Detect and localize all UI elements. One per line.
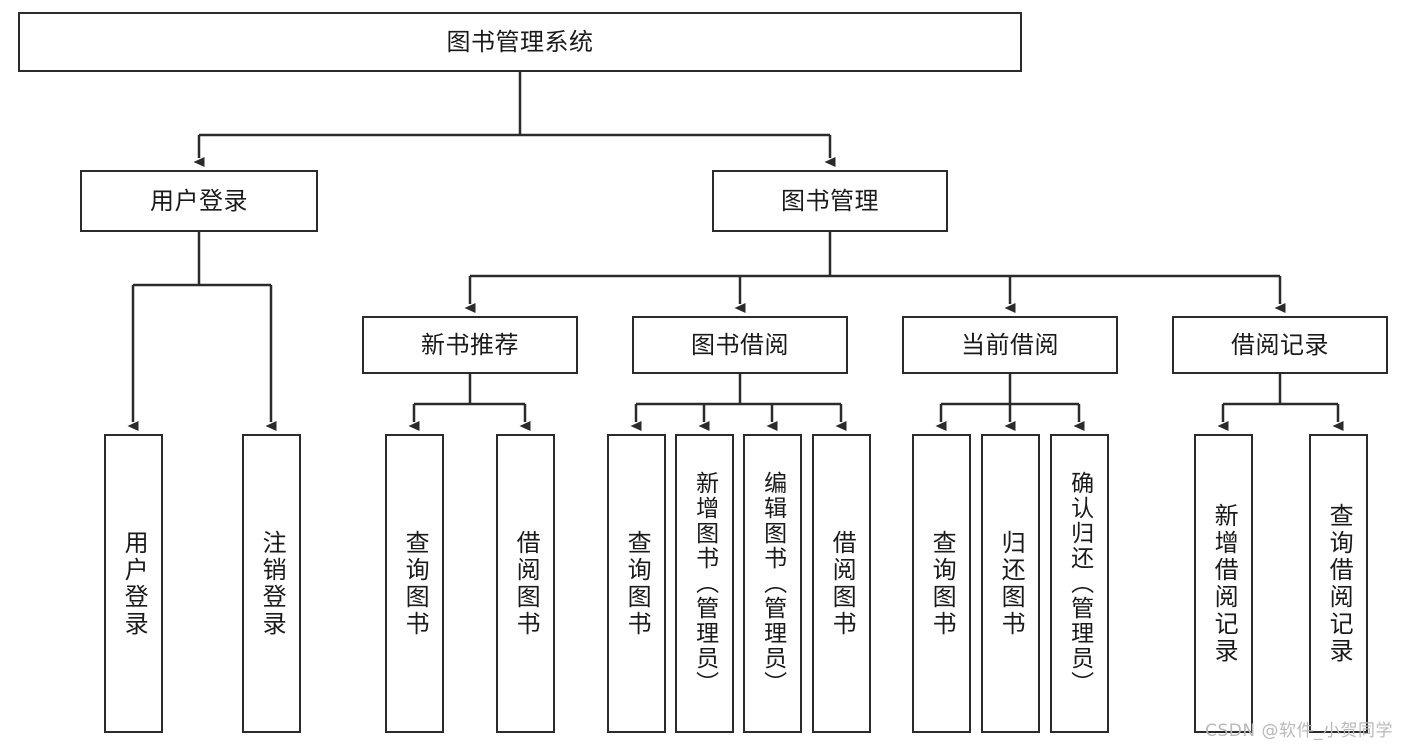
node-label: 查询图书 bbox=[401, 529, 430, 638]
leaf-edit-book-admin[interactable]: 编辑图书（管理员） bbox=[743, 434, 802, 733]
node-label: 图书借阅 bbox=[691, 330, 789, 359]
leaf-confirm-return-admin[interactable]: 确认归还（管理员） bbox=[1050, 434, 1109, 733]
node-label: 新书推荐 bbox=[421, 330, 519, 359]
leaf-logout[interactable]: 注销登录 bbox=[242, 434, 301, 733]
node-label: 归还图书 bbox=[997, 529, 1026, 638]
node-user-login[interactable]: 用户登录 bbox=[80, 170, 318, 232]
leaf-add-book-admin[interactable]: 新增图书（管理员） bbox=[675, 434, 734, 733]
node-book-management[interactable]: 图书管理 bbox=[712, 170, 948, 232]
leaf-query-borrow-record[interactable]: 查询借阅记录 bbox=[1309, 434, 1368, 733]
node-borrow-record[interactable]: 借阅记录 bbox=[1172, 316, 1388, 374]
leaf-borrow-book[interactable]: 借阅图书 bbox=[812, 434, 871, 733]
node-label: 借阅图书 bbox=[828, 529, 857, 638]
node-book-borrow[interactable]: 图书借阅 bbox=[632, 316, 848, 374]
node-label: 确认归还（管理员） bbox=[1066, 471, 1093, 696]
node-label: 用户登录 bbox=[120, 529, 149, 638]
node-label: 查询图书 bbox=[623, 529, 652, 638]
node-label: 图书管理系统 bbox=[446, 27, 594, 56]
leaf-query-book-borrow[interactable]: 查询图书 bbox=[607, 434, 666, 733]
leaf-return-book[interactable]: 归还图书 bbox=[981, 434, 1040, 733]
leaf-user-login[interactable]: 用户登录 bbox=[104, 434, 163, 733]
node-label: 新增图书（管理员） bbox=[691, 471, 718, 696]
node-label: 查询图书 bbox=[928, 529, 957, 638]
node-label: 新增借阅记录 bbox=[1210, 502, 1239, 665]
node-label: 用户登录 bbox=[150, 186, 248, 215]
node-current-borrow[interactable]: 当前借阅 bbox=[902, 316, 1118, 374]
node-root-book-management-system[interactable]: 图书管理系统 bbox=[18, 12, 1022, 72]
node-label: 查询借阅记录 bbox=[1325, 502, 1354, 665]
node-label: 图书管理 bbox=[781, 186, 879, 215]
node-label: 借阅记录 bbox=[1231, 330, 1329, 359]
leaf-query-book-current[interactable]: 查询图书 bbox=[912, 434, 971, 733]
node-label: 当前借阅 bbox=[961, 330, 1059, 359]
leaf-add-borrow-record[interactable]: 新增借阅记录 bbox=[1194, 434, 1253, 733]
node-label: 注销登录 bbox=[258, 529, 287, 638]
node-label: 编辑图书（管理员） bbox=[759, 471, 786, 696]
leaf-borrow-book-new[interactable]: 借阅图书 bbox=[496, 434, 555, 733]
node-new-book-recommendation[interactable]: 新书推荐 bbox=[362, 316, 578, 374]
leaf-query-book-new[interactable]: 查询图书 bbox=[385, 434, 444, 733]
watermark-text: CSDN @软件_小贺同学 bbox=[1205, 721, 1393, 741]
node-label: 借阅图书 bbox=[512, 529, 541, 638]
